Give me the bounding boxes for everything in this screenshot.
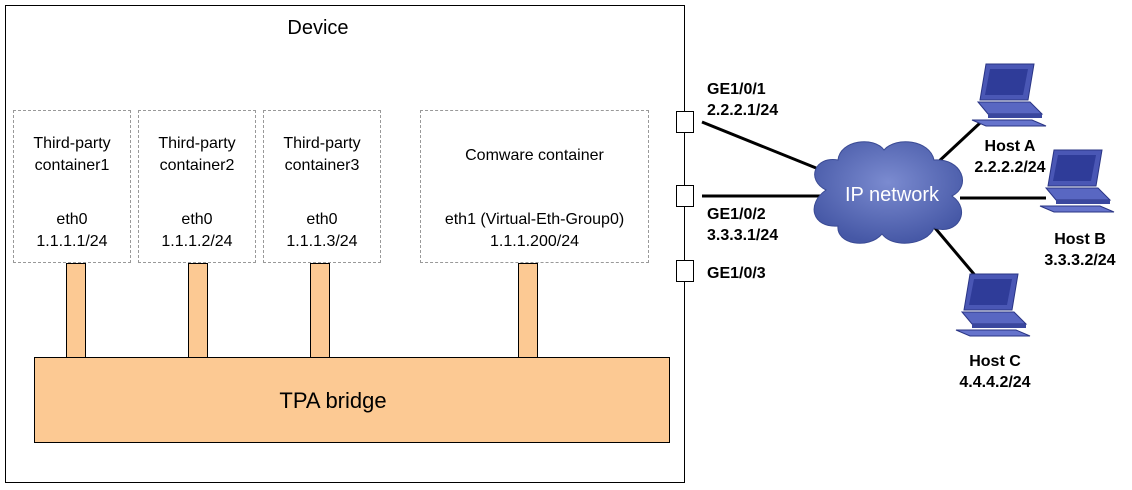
bridge-stem-2 (188, 263, 208, 358)
container-comware-ip: 1.1.1.200/24 (490, 233, 579, 250)
bridge-stem-comware (518, 263, 538, 358)
container-3-name-line2: container3 (284, 157, 360, 174)
host-c-name: Host C (969, 353, 1021, 370)
container-1-iface: eth0 (56, 211, 88, 228)
link-ge101-cloud (701, 120, 827, 174)
container-comware-name: Comware container (465, 147, 604, 164)
container-2-ip: 1.1.1.2/24 (161, 233, 233, 250)
container-1-name-line2: container1 (34, 157, 110, 174)
bridge-stem-3 (310, 263, 330, 358)
container-1: Third-party container1 eth0 1.1.1.1/24 (13, 110, 131, 263)
port-ge102 (676, 185, 694, 207)
port-ge103 (676, 260, 694, 282)
tpa-bridge (34, 357, 670, 443)
container-2-name-line1: Third-party (158, 135, 236, 152)
container-2-iface: eth0 (181, 211, 213, 228)
bridge-stem-1 (66, 263, 86, 358)
container-3-iface: eth0 (306, 211, 338, 228)
cloud-icon (813, 141, 963, 244)
container-1-name-line1: Third-party (33, 135, 111, 152)
container-3-ip: 1.1.1.3/24 (286, 233, 358, 250)
container-2-name-line2: container2 (159, 157, 235, 174)
port-ge101 (676, 111, 694, 133)
network-label: IP network (844, 184, 940, 206)
port-ge101-ip: 2.2.2.1/24 (707, 102, 779, 119)
computer-icon (971, 63, 1047, 127)
device-title: Device (287, 17, 349, 39)
port-ge102-name: GE1/0/2 (707, 206, 766, 223)
tpa-bridge-label: TPA bridge (279, 388, 387, 413)
host-c-ip: 4.4.4.2/24 (959, 374, 1031, 391)
container-3-name-line1: Third-party (283, 135, 361, 152)
container-2: Third-party container2 eth0 1.1.1.2/24 (138, 110, 256, 263)
link-cloud-host-a (934, 121, 982, 166)
port-ge101-name: GE1/0/1 (707, 81, 766, 98)
host-a-ip: 2.2.2.2/24 (974, 159, 1046, 176)
container-comware-iface: eth1 (Virtual-Eth-Group0) (444, 211, 625, 228)
computer-icon (955, 273, 1031, 337)
container-1-ip: 1.1.1.1/24 (36, 233, 108, 250)
computer-icon (1039, 149, 1115, 213)
host-b-name: Host B (1054, 231, 1106, 248)
port-ge102-ip: 3.3.3.1/24 (707, 227, 779, 244)
host-a-name: Host A (984, 138, 1036, 155)
container-3: Third-party container3 eth0 1.1.1.3/24 (263, 110, 381, 263)
host-b-ip: 3.3.3.2/24 (1044, 252, 1116, 269)
container-comware: Comware container eth1 (Virtual-Eth-Grou… (420, 110, 649, 263)
port-ge103-name: GE1/0/3 (707, 265, 766, 282)
